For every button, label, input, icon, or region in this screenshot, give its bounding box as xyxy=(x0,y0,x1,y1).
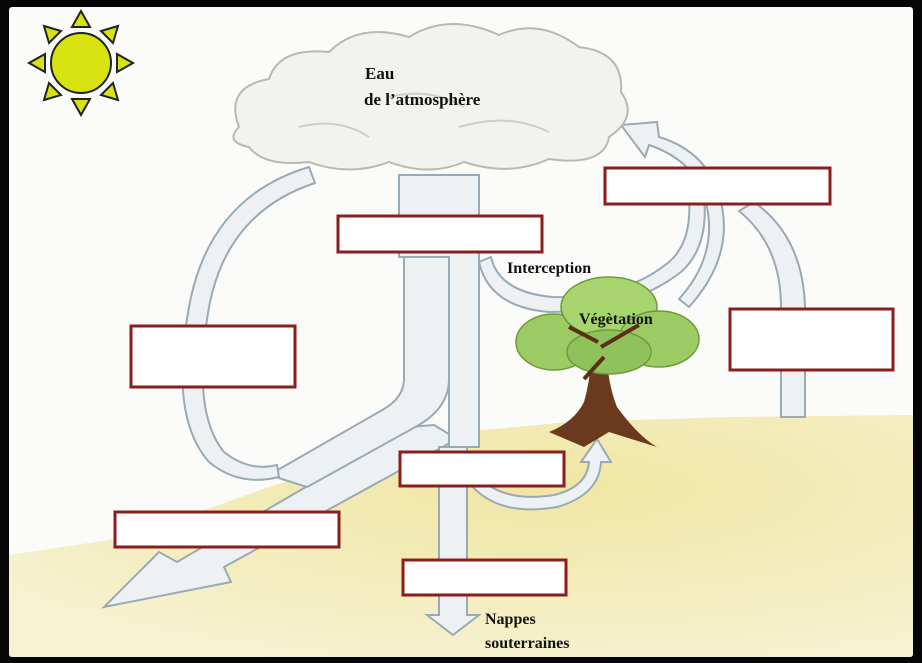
vegetation-label: Végètation xyxy=(579,311,653,328)
groundwater-label-line1: Nappes xyxy=(485,611,536,628)
atmosphere-label-line1: Eau xyxy=(365,64,394,83)
answer-box-center-top[interactable] xyxy=(336,214,544,254)
tree-icon xyxy=(515,276,700,447)
answer-box-left[interactable] xyxy=(129,324,297,389)
water-cycle-diagram: Eau de l’atmosphère Interception Végètat… xyxy=(9,7,913,657)
answer-box-bottom-left[interactable] xyxy=(113,510,341,549)
water-cycle-svg: Eau de l’atmosphère Interception Végètat… xyxy=(9,8,913,657)
left-loop-arrow xyxy=(181,165,317,481)
answer-box-top-right[interactable] xyxy=(603,166,832,206)
interception-label: Interception xyxy=(507,260,591,277)
atmosphere-label-line2: de l’atmosphère xyxy=(364,90,481,109)
cloud-icon xyxy=(232,23,629,171)
answer-box-center-bottom[interactable] xyxy=(401,558,568,597)
answer-box-right[interactable] xyxy=(728,307,895,372)
groundwater-label-line2: souterraines xyxy=(485,635,569,652)
precipitation-bend xyxy=(266,256,450,489)
sun-icon xyxy=(26,8,136,118)
answer-box-center-middle[interactable] xyxy=(398,450,566,488)
